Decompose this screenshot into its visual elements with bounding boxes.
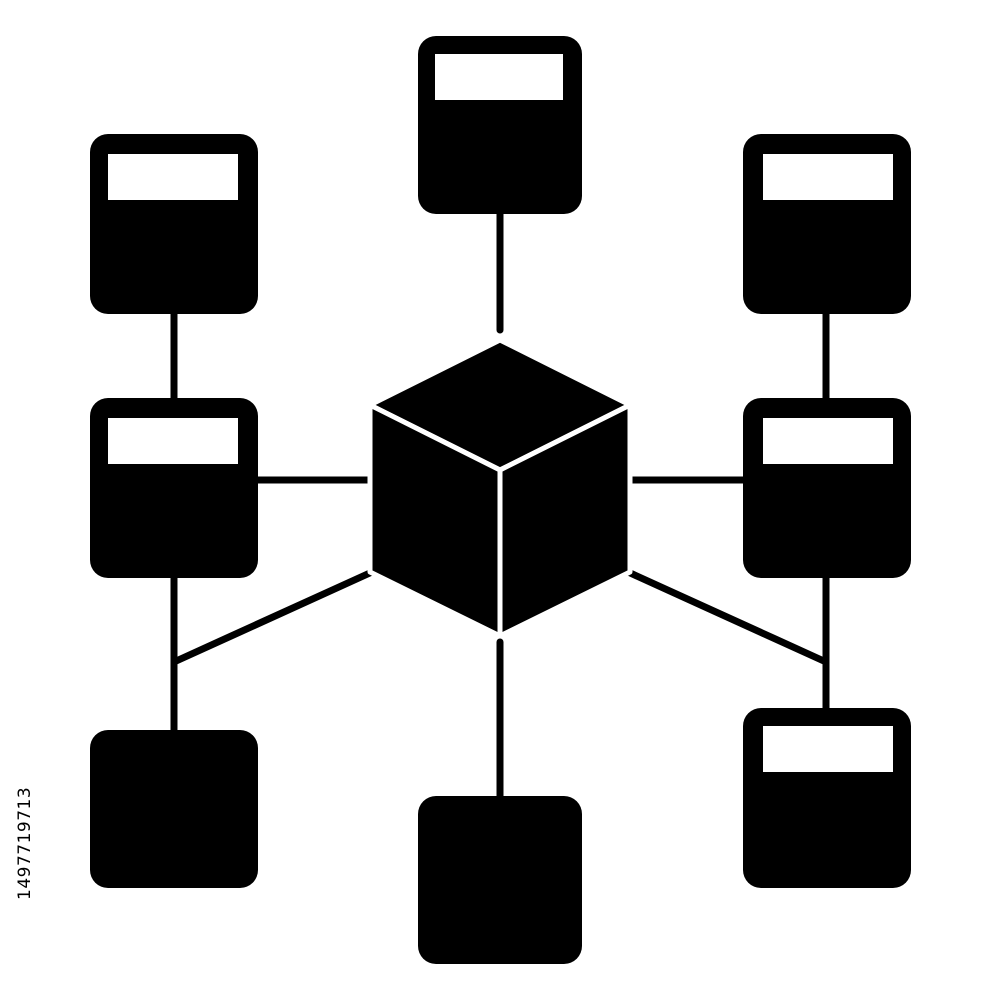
stock-id-text: 1497719713 bbox=[15, 787, 35, 900]
label-strip bbox=[108, 418, 238, 464]
label-strip bbox=[763, 726, 893, 772]
label-strip bbox=[763, 154, 893, 200]
node-middle-right bbox=[743, 398, 911, 578]
hub-cube bbox=[367, 337, 633, 639]
connector-hub-branch-left bbox=[170, 568, 376, 666]
server-box-icon bbox=[90, 730, 258, 888]
label-strip bbox=[435, 54, 563, 100]
node-middle-left bbox=[90, 398, 258, 578]
server-box-icon bbox=[418, 796, 582, 964]
connector-hub-branch-right bbox=[624, 568, 830, 666]
node-upper-right bbox=[743, 134, 911, 314]
label-strip bbox=[108, 154, 238, 200]
node-lower-right bbox=[743, 708, 911, 888]
cube-icon-right-face bbox=[497, 402, 633, 639]
node-top-center bbox=[418, 36, 582, 214]
node-lower-left bbox=[90, 730, 258, 888]
node-upper-left bbox=[90, 134, 258, 314]
label-strip bbox=[763, 418, 893, 464]
node-bottom-center bbox=[418, 796, 582, 964]
connectors bbox=[170, 208, 830, 804]
